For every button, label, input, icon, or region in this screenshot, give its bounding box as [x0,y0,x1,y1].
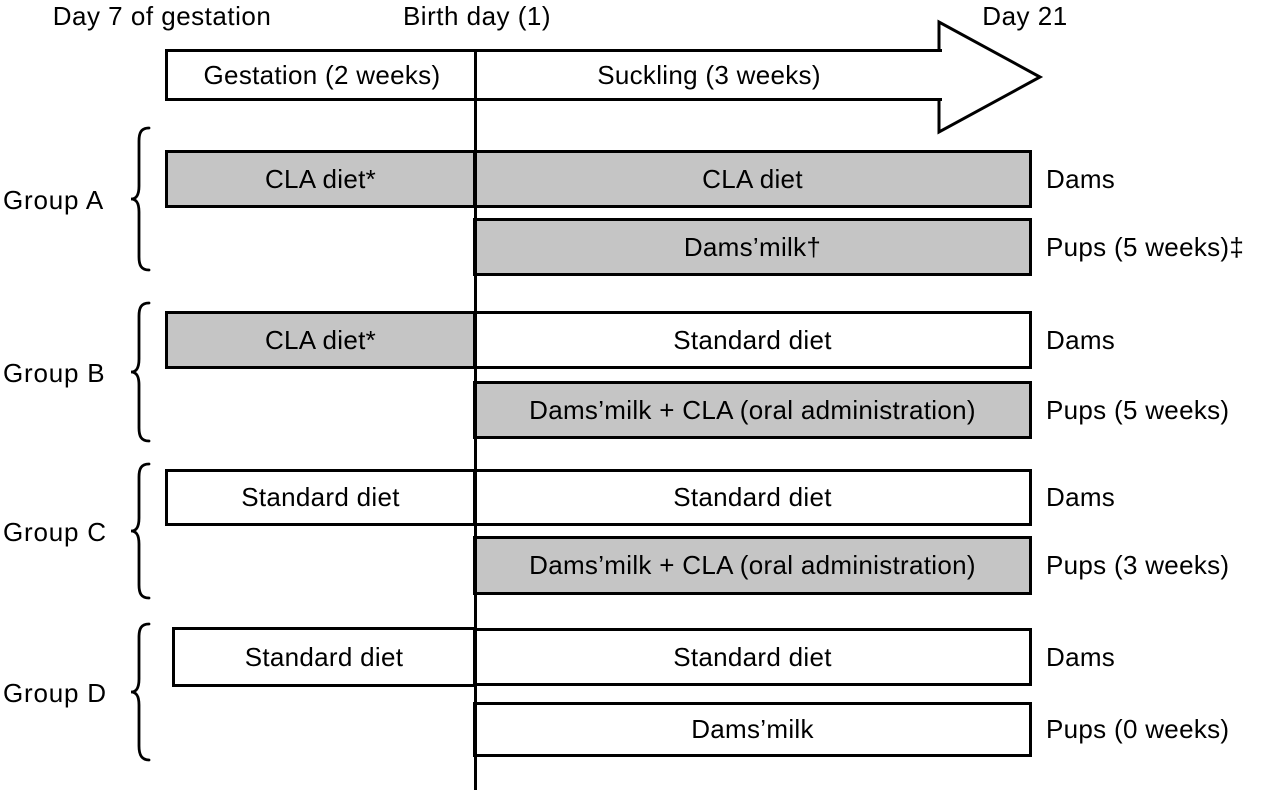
bar-group-a-dams-gestation: CLA diet* [165,150,476,208]
group-d-label: Group D [3,678,107,708]
bar-group-c-dams-gestation: Standard diet [165,469,476,526]
bar-group-b-dams-gestation: CLA diet* [165,311,476,369]
group-a-pups-subject-label: Pups (5 weeks)‡ [1046,231,1245,262]
group-a-dams-subject-label: Dams [1046,163,1116,194]
band-suckling-label: Suckling (3 weeks) [597,59,821,90]
bar-group-b-dams-suckling: Standard diet [473,311,1032,369]
group-c-pups-subject-label: Pups (3 weeks) [1046,550,1230,580]
bar-group-d-pups-suckling: Dams’milk [473,702,1032,757]
band-gestation-label: Gestation (2 weeks) [203,59,441,90]
group-b-dams-subject-label: Dams [1046,324,1116,355]
group-c-dams-subject-label: Dams [1046,482,1116,512]
bar-group-b-pups-suckling: Dams’milk + CLA (oral administration) [473,381,1032,439]
birth-day-line [474,49,477,790]
bar-group-d-dams-gestation: Standard diet [172,627,476,687]
group-a-label: Group A [3,185,104,215]
timeline-arrowhead-icon [937,19,1044,135]
bar-group-c-dams-suckling: Standard diet [473,469,1032,526]
bar-group-a-pups-suckling: Dams’milk† [473,218,1032,276]
group-b-pups-subject-label: Pups (5 weeks) [1046,394,1230,425]
group-c-label: Group C [3,517,107,547]
timeline-band: Gestation (2 weeks) Suckling (3 weeks) [165,49,942,101]
bar-group-a-dams-suckling: CLA diet [473,150,1032,208]
group-c-brace-icon [130,462,151,600]
group-a-brace-icon [130,126,151,272]
group-b-brace-icon [130,301,151,443]
timeline-end-label: Day 21 [982,1,1068,31]
timeline-start-label: Day 7 of gestation [52,1,272,31]
group-d-pups-subject-label: Pups (0 weeks) [1046,714,1230,744]
timeline-birth-label: Birth day (1) [402,1,552,31]
group-d-dams-subject-label: Dams [1046,641,1116,672]
group-d-brace-icon [130,622,151,762]
bar-group-c-pups-suckling: Dams’milk + CLA (oral administration) [473,536,1032,595]
bar-group-d-dams-suckling: Standard diet [473,628,1032,686]
group-b-label: Group B [3,358,106,388]
